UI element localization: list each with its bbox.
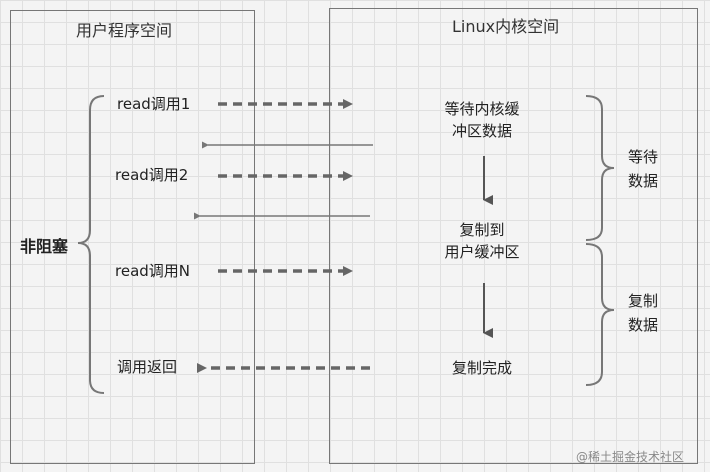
- nonblocking-brace: [77, 95, 105, 394]
- call-label-read-1: read调用1: [117, 95, 191, 113]
- kernel-step-wait-line2: 冲区数据: [451, 122, 512, 140]
- phase-wait-line1: 等待: [627, 148, 658, 166]
- nonblocking-label: 非阻塞: [20, 237, 69, 256]
- call-label-read-n: read调用N: [115, 262, 191, 280]
- wait-phase-brace: [585, 95, 615, 241]
- phase-wait-label: 等待 数据: [618, 145, 668, 193]
- phase-copy-line1: 复制: [627, 292, 658, 310]
- kernel-step-copy: 复制到 用户缓冲区: [422, 219, 542, 263]
- phase-wait-line2: 数据: [627, 172, 658, 190]
- call-label-return: 调用返回: [117, 358, 178, 376]
- kernel-step-copy-line1: 复制到: [459, 221, 505, 239]
- phase-copy-label: 复制 数据: [618, 289, 668, 337]
- kernel-space-panel: [329, 8, 698, 464]
- user-space-panel: [10, 10, 255, 464]
- call-label-read-2: read调用2: [115, 166, 189, 184]
- user-space-title: 用户程序空间: [76, 21, 173, 40]
- kernel-step-copy-line2: 用户缓冲区: [444, 243, 520, 261]
- copy-phase-brace: [585, 243, 615, 386]
- kernel-step-done: 复制完成: [451, 359, 512, 377]
- watermark: @稀土掘金技术社区: [576, 450, 685, 464]
- kernel-space-title: Linux内核空间: [452, 17, 560, 36]
- phase-copy-line2: 数据: [627, 316, 658, 334]
- kernel-step-wait-line1: 等待内核缓: [444, 100, 520, 118]
- kernel-step-wait: 等待内核缓 冲区数据: [427, 98, 537, 142]
